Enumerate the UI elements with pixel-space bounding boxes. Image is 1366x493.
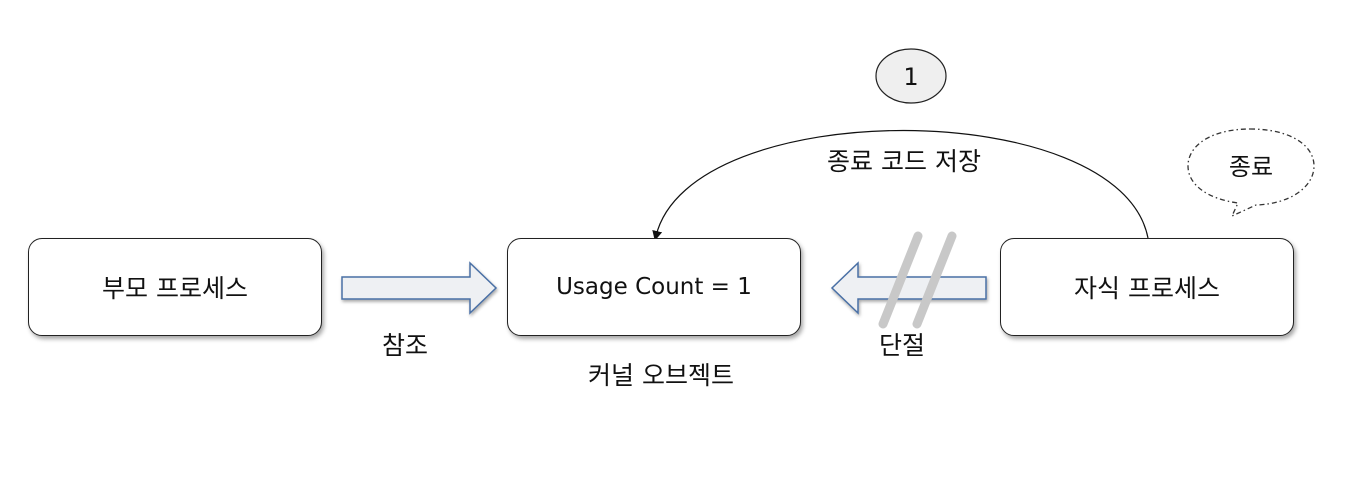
step-badge-number: 1 (903, 63, 918, 91)
kernel-object-node: Usage Count = 1 (507, 238, 801, 336)
usage-count-label: Usage Count = 1 (556, 274, 752, 300)
save-exit-code-label: 종료 코드 저장 (827, 147, 981, 176)
exit-bubble-text: 종료 (1229, 153, 1273, 181)
child-process-label: 자식 프로세스 (1074, 274, 1220, 303)
disconnect-cut-marks (878, 231, 957, 329)
disconnected-arrow (830, 261, 987, 315)
kernel-object-caption: 커널 오브젝트 (588, 361, 734, 390)
step-badge: 1 (875, 48, 947, 104)
reference-label: 참조 (381, 331, 429, 360)
exit-bubble: 종료 (1187, 128, 1315, 218)
reference-arrow (341, 261, 498, 315)
child-process-node: 자식 프로세스 (1000, 238, 1294, 336)
parent-process-label: 부모 프로세스 (102, 274, 248, 303)
disconnect-label: 단절 (878, 331, 926, 360)
exit-code-arc (652, 130, 1149, 241)
parent-process-node: 부모 프로세스 (28, 238, 322, 336)
